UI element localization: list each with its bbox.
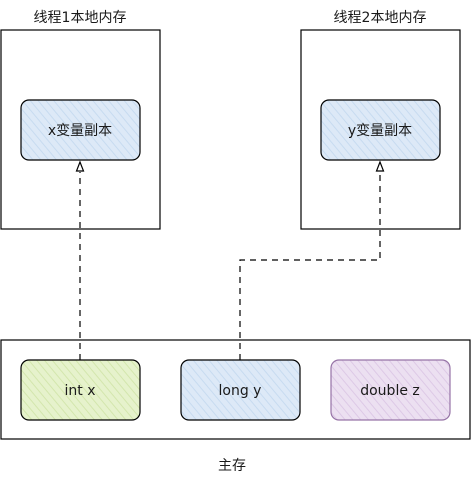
connector-line	[239, 172, 381, 360]
thread1-title: 线程1本地内存	[34, 10, 127, 26]
connector-int-x-to-x-copy	[75, 160, 85, 360]
connector-long-y-to-y-copy	[239, 160, 385, 360]
thread2-title: 线程2本地内存	[334, 10, 427, 26]
double-z-box	[330, 359, 451, 421]
arrowhead-icon	[375, 160, 385, 172]
int-x-label: int x	[65, 383, 96, 399]
main-memory: int x long y double z 主存	[0, 339, 471, 474]
thread1-local-memory: 线程1本地内存 x变量副本	[0, 10, 161, 230]
double-z-label: double z	[360, 383, 420, 399]
y-copy-box	[320, 99, 441, 161]
arrowhead-icon	[75, 160, 85, 172]
main-memory-title: 主存	[218, 458, 246, 474]
long-y-label: long y	[219, 383, 262, 399]
x-copy-box	[20, 99, 141, 161]
x-copy-label: x变量副本	[48, 123, 112, 139]
thread2-local-memory: 线程2本地内存 y变量副本	[300, 10, 461, 230]
y-copy-label: y变量副本	[348, 123, 412, 139]
